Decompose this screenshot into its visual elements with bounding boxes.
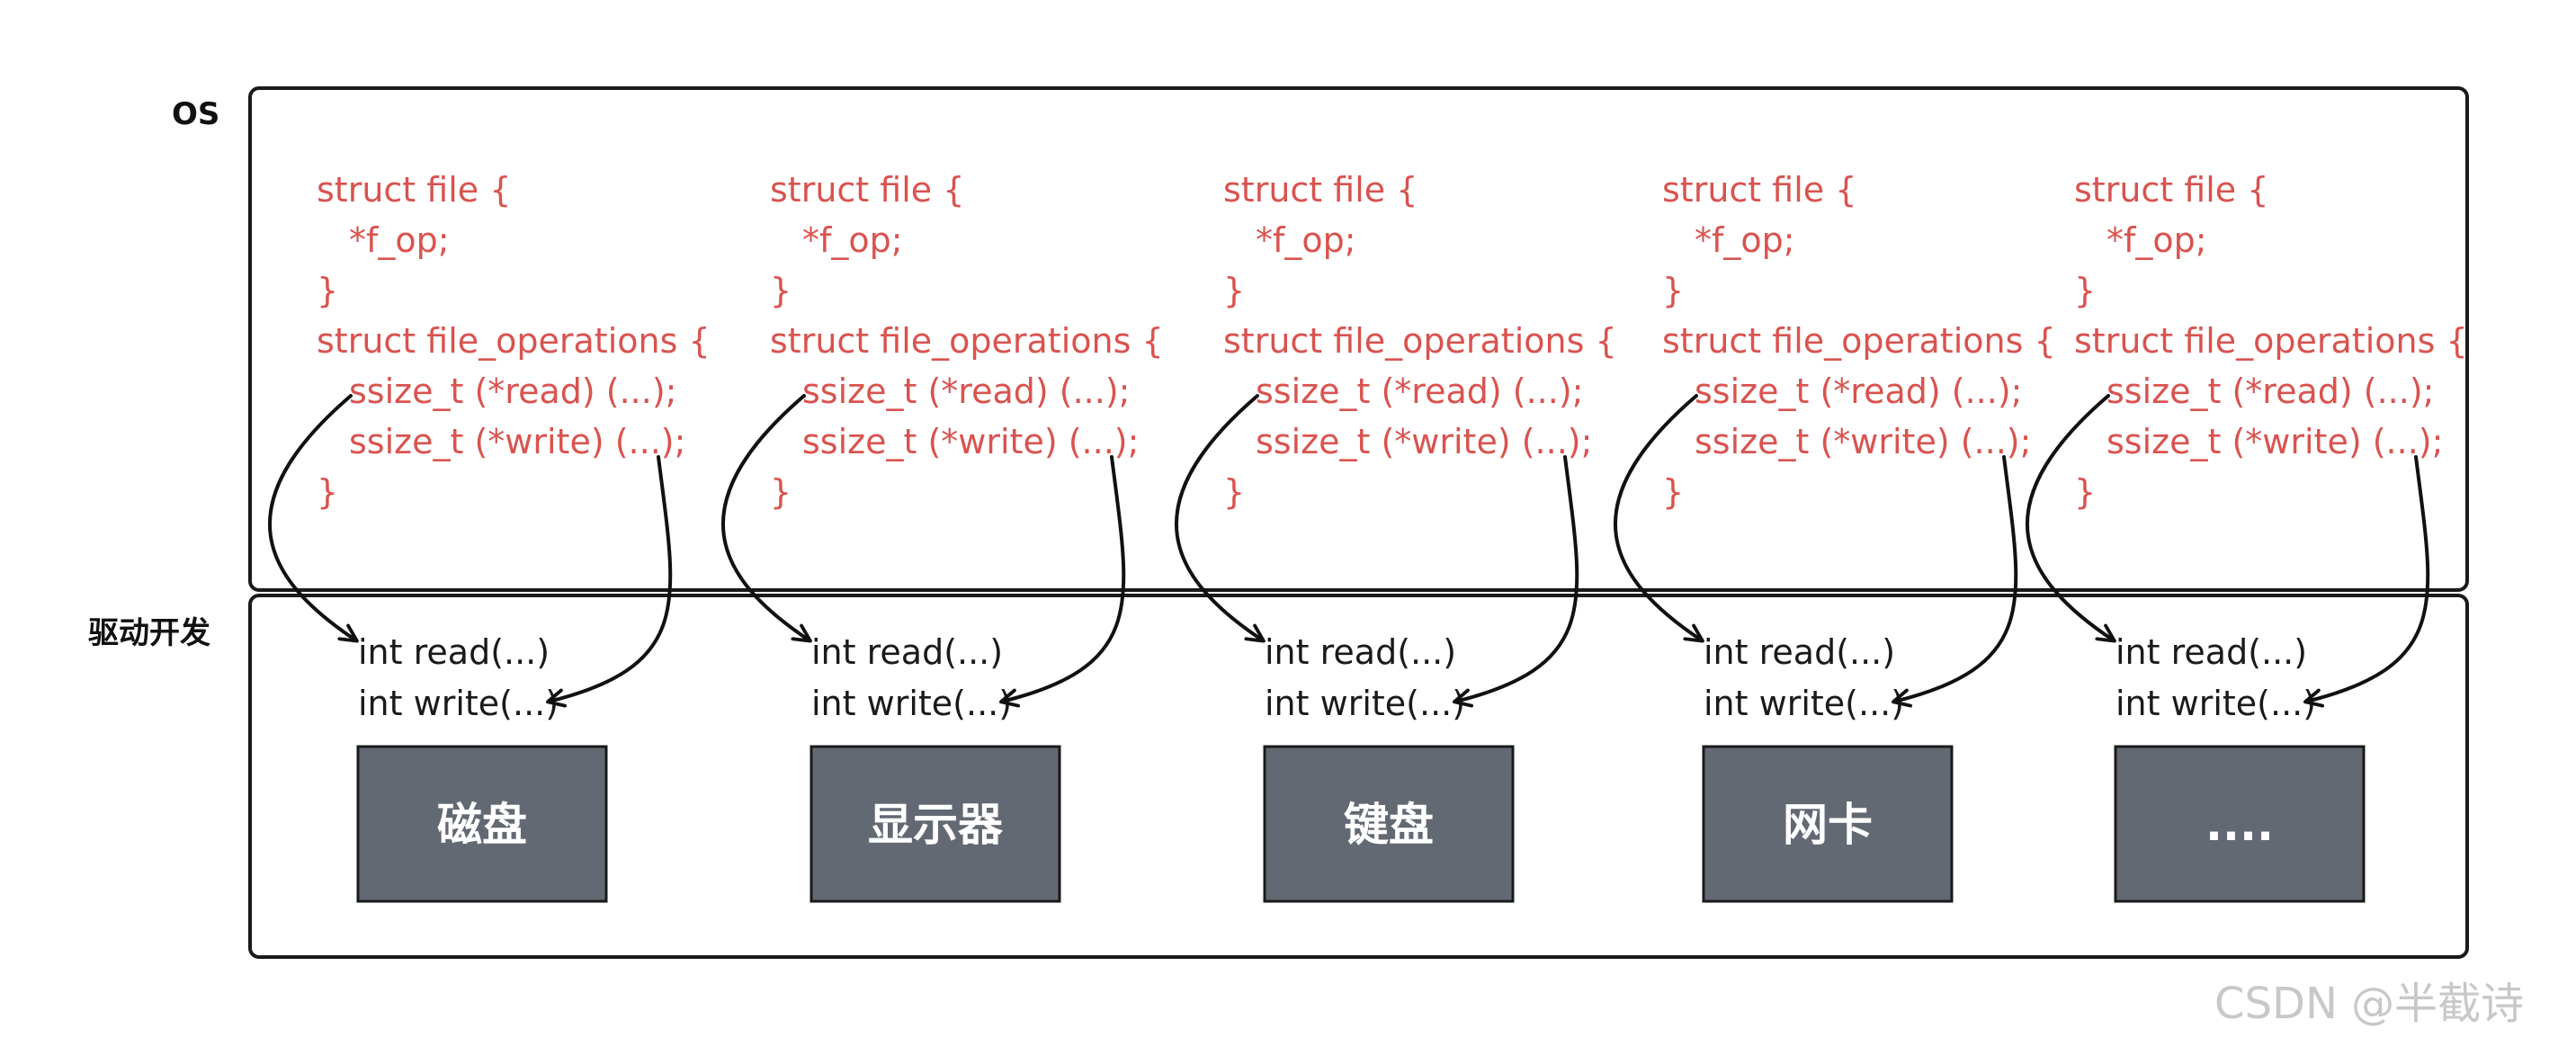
code-line: ssize_t (*read) (...); — [349, 371, 676, 411]
code-line: struct file_operations { — [2074, 321, 2468, 361]
device-box — [2114, 745, 2366, 903]
code-line: } — [1223, 472, 1245, 512]
watermark: CSDN @半截诗 — [2214, 979, 2524, 1029]
code-line: } — [1662, 472, 1684, 512]
device-label: 键盘 — [1344, 799, 1434, 851]
code-line: ssize_t (*write) (...); — [802, 422, 1139, 461]
read-binding-arrow — [1614, 394, 1704, 643]
driver-read-func: int read(...) — [358, 632, 550, 672]
write-binding-arrow — [1453, 455, 1579, 708]
code-line: } — [770, 472, 792, 512]
driver-column-display: struct file { *f_op;} struct file_operati… — [721, 170, 1164, 903]
code-line: ssize_t (*write) (...); — [1695, 422, 2031, 461]
driver-write-func: int write(...) — [358, 684, 559, 723]
code-line: } — [1223, 271, 1245, 310]
code-line: } — [2074, 472, 2096, 512]
read-binding-arrow — [2026, 394, 2116, 643]
write-binding-arrow — [999, 455, 1126, 708]
write-binding-arrow — [1892, 455, 2018, 708]
code-line: ssize_t (*write) (...); — [349, 422, 685, 461]
code-line: struct file_operations { — [1223, 321, 1617, 361]
code-line: struct file { — [2074, 170, 2268, 210]
code-line: ssize_t (*write) (...); — [2106, 422, 2443, 461]
code-line: *f_op; — [1695, 220, 1795, 260]
code-line: ssize_t (*write) (...); — [1256, 422, 1592, 461]
device-label: 磁盘 — [437, 799, 527, 851]
driver-column-more: struct file { *f_op;} struct file_operati… — [2026, 170, 2468, 903]
code-line: ssize_t (*read) (...); — [1256, 371, 1583, 411]
read-binding-arrow — [1175, 394, 1266, 643]
driver-read-func: int read(...) — [1704, 632, 1895, 672]
device-box — [1702, 745, 1954, 903]
code-line: ssize_t (*read) (...); — [802, 371, 1130, 411]
device-box — [809, 745, 1061, 903]
write-binding-arrow — [546, 455, 673, 708]
driver-read-func: int read(...) — [811, 632, 1003, 672]
driver-read-func: int read(...) — [1265, 632, 1456, 672]
code-line: struct file { — [1223, 170, 1418, 210]
driver-column-nic: struct file { *f_op;} struct file_operati… — [1614, 170, 2056, 903]
read-binding-arrow — [268, 394, 359, 643]
device-label: .... — [2205, 799, 2274, 851]
driver-column-disk: struct file { *f_op;} struct file_operati… — [268, 170, 711, 903]
device-label: 网卡 — [1783, 799, 1873, 851]
os-panel — [248, 86, 2469, 592]
code-line: struct file { — [317, 170, 511, 210]
code-line: } — [1662, 271, 1684, 310]
code-line: ssize_t (*read) (...); — [1695, 371, 2022, 411]
code-line: *f_op; — [349, 220, 450, 260]
driver-column-keyboard: struct file { *f_op;} struct file_operati… — [1175, 170, 1617, 903]
driver-write-func: int write(...) — [2115, 684, 2316, 723]
code-line: ssize_t (*read) (...); — [2106, 371, 2434, 411]
code-line: } — [317, 271, 338, 310]
driver-write-func: int write(...) — [1265, 684, 1465, 723]
code-line: struct file_operations { — [770, 321, 1164, 361]
code-line: struct file_operations { — [317, 321, 711, 361]
code-line: struct file_operations { — [1662, 321, 2056, 361]
code-line: struct file { — [770, 170, 964, 210]
code-line: struct file { — [1662, 170, 1856, 210]
code-line: } — [770, 271, 792, 310]
os-layer-label: OS — [172, 96, 219, 132]
code-line: *f_op; — [1256, 220, 1356, 260]
read-binding-arrow — [721, 394, 812, 643]
driver-write-func: int write(...) — [811, 684, 1012, 723]
driver-write-func: int write(...) — [1704, 684, 1904, 723]
write-binding-arrow — [2303, 455, 2430, 708]
device-box — [356, 745, 608, 903]
code-line: } — [2074, 271, 2096, 310]
device-label: 显示器 — [868, 799, 1004, 851]
device-box — [1263, 745, 1515, 903]
driver-read-func: int read(...) — [2115, 632, 2307, 672]
driver-layer-label: 驱动开发 — [88, 615, 210, 651]
code-line: } — [317, 472, 338, 512]
code-line: *f_op; — [2106, 220, 2207, 260]
code-line: *f_op; — [802, 220, 903, 260]
